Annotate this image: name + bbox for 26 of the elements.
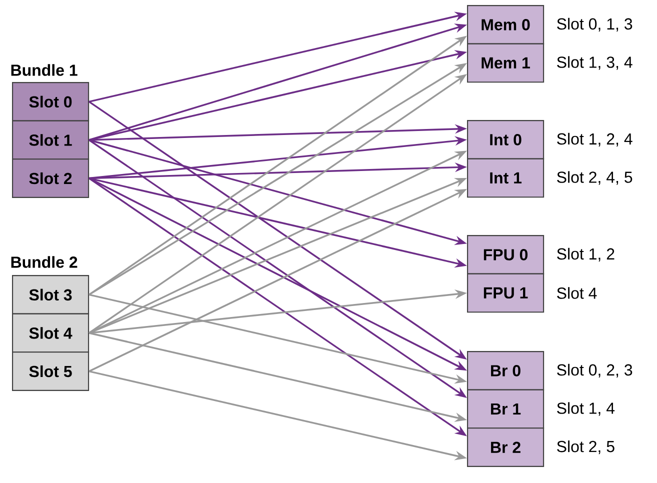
group-label: Bundle 2 xyxy=(11,256,78,268)
slot-box: Slot 4 xyxy=(12,313,90,353)
slot-box: Slot 3 xyxy=(12,275,90,314)
slot-box: Slot 5 xyxy=(12,352,90,391)
unit-box: Br 2 xyxy=(467,428,544,467)
beside-label: Slot 0, 2, 3 xyxy=(557,364,632,378)
beside-label: Slot 0, 1, 3 xyxy=(557,18,632,32)
beside-label: Slot 2, 4, 5 xyxy=(557,171,632,185)
beside-label: Slot 1, 4 xyxy=(557,402,615,416)
unit-box: Int 1 xyxy=(467,158,544,198)
unit-box: Br 1 xyxy=(467,389,544,429)
slot-box: Slot 0 xyxy=(12,82,90,122)
unit-box: Int 0 xyxy=(467,120,544,160)
beside-label: Slot 2, 5 xyxy=(557,440,614,454)
slot-box: Slot 2 xyxy=(12,158,90,198)
group-label: Bundle 1 xyxy=(11,64,78,76)
beside-label: Slot 1, 2 xyxy=(557,248,614,262)
unit-box: Br 0 xyxy=(467,351,544,390)
unit-box: Mem 1 xyxy=(467,43,544,83)
beside-label: Slot 4 xyxy=(557,287,597,299)
unit-box: FPU 1 xyxy=(467,273,544,313)
beside-label: Slot 1, 2, 4 xyxy=(557,132,632,146)
beside-label: Slot 1, 3, 4 xyxy=(557,56,632,70)
slot-box: Slot 1 xyxy=(12,120,90,160)
unit-box: FPU 0 xyxy=(467,235,544,274)
unit-box: Mem 0 xyxy=(467,5,544,44)
